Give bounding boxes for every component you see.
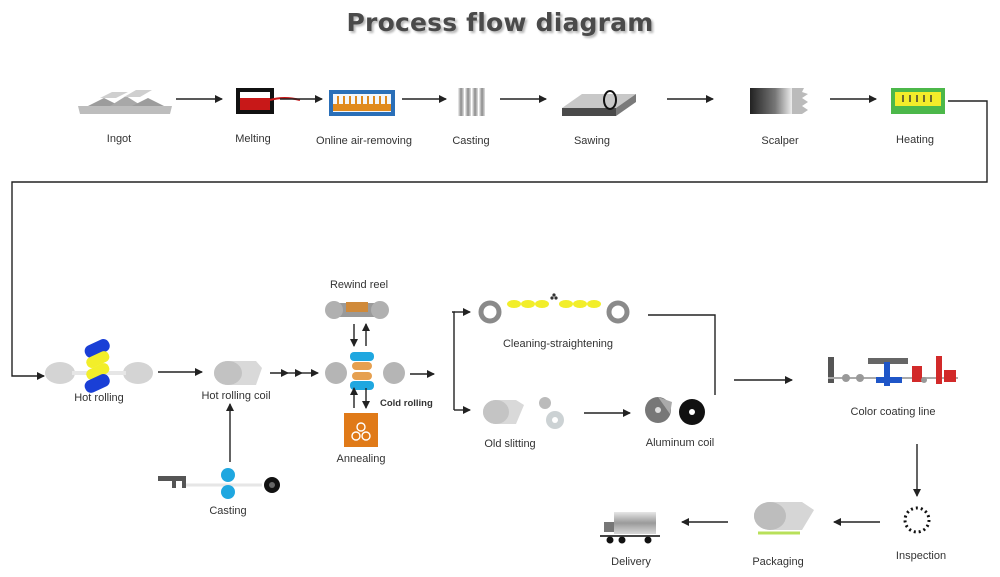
color-coating-line-icon xyxy=(828,356,958,386)
connector-split xyxy=(452,311,455,410)
diagram-title: Process flow diagram xyxy=(346,8,654,37)
aluminum-coil-icon xyxy=(645,397,705,425)
label-color-coating-line: Color coating line xyxy=(850,406,936,418)
label-annealing: Annealing xyxy=(336,453,386,465)
connector-cleaning-coating xyxy=(648,314,716,395)
label-delivery: Delivery xyxy=(611,556,651,568)
label-aluminum-coil: Aluminum coil xyxy=(645,437,715,449)
label-scalper: Scalper xyxy=(761,135,799,147)
hot-rolling-coil-icon xyxy=(214,361,262,385)
rewind-reel-icon xyxy=(325,301,389,319)
old-slitting-icon xyxy=(483,397,564,429)
label-hot-rolling-coil: Hot rolling coil xyxy=(201,390,271,402)
sawing-icon xyxy=(562,90,636,116)
delivery-truck-icon xyxy=(600,512,660,544)
inspection-icon xyxy=(903,506,931,534)
online-air-removing-icon xyxy=(329,90,395,116)
label-rewind-reel: Rewind reel xyxy=(329,279,389,291)
melting-icon xyxy=(236,88,301,114)
label-cleaning-straightening: Cleaning-straightening xyxy=(502,338,614,350)
label-online-air-removing: Online air-removing xyxy=(316,135,412,147)
casting-top-icon xyxy=(458,88,485,116)
label-hot-rolling: Hot rolling xyxy=(74,392,124,404)
cleaning-straightening-icon xyxy=(478,293,630,324)
ingot-icon xyxy=(78,90,172,114)
packaging-icon xyxy=(754,502,814,535)
label-packaging: Packaging xyxy=(752,556,804,568)
label-heating: Heating xyxy=(896,134,934,146)
label-ingot: Ingot xyxy=(106,133,132,145)
scalper-icon xyxy=(750,88,808,114)
row1-arrows xyxy=(11,95,988,380)
label-old-slitting: Old slitting xyxy=(484,438,536,450)
casting-bottom-icon xyxy=(158,468,280,499)
label-cold-rolling: Cold rolling xyxy=(380,398,433,409)
label-sawing: Sawing xyxy=(573,135,611,147)
hot-rolling-icon xyxy=(45,339,153,393)
label-melting: Melting xyxy=(235,133,271,145)
cold-rolling-mill-icon xyxy=(325,352,405,390)
label-casting-bottom: Casting xyxy=(209,505,247,517)
annealing-icon xyxy=(344,413,378,447)
row2-arrows xyxy=(158,308,921,526)
label-casting-top: Casting xyxy=(452,135,490,147)
heating-icon xyxy=(891,88,945,114)
connector-heating-hotrolling xyxy=(11,100,988,380)
label-inspection: Inspection xyxy=(895,550,947,562)
